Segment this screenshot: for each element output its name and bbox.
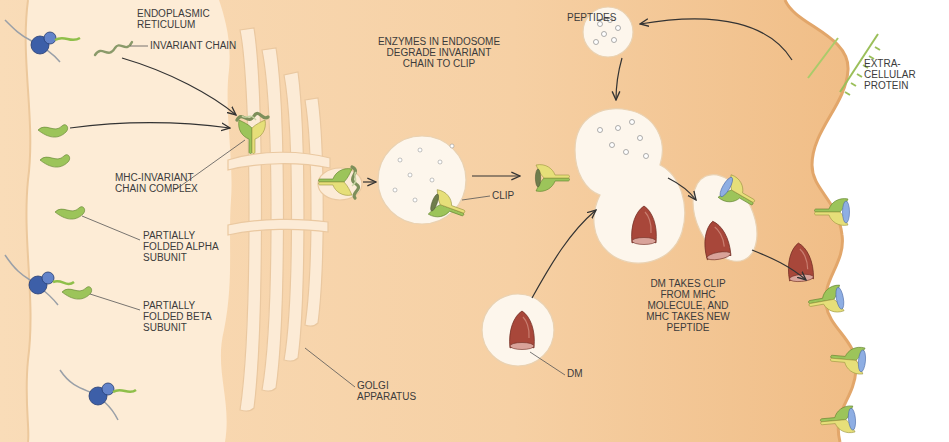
- peptide-dot: [630, 120, 635, 125]
- process-arrow: [668, 178, 696, 200]
- peptide-dot: [616, 26, 621, 31]
- er-membrane: [26, 0, 31, 442]
- enzyme-dot: [408, 173, 412, 177]
- ribosome-group: [5, 20, 80, 62]
- dm-vesicle: [482, 294, 554, 366]
- process-arrow: [122, 58, 236, 115]
- mhc-peptide-complex: [717, 174, 761, 215]
- annotation-label: CLIP: [492, 190, 532, 201]
- peptide-dot: [612, 38, 617, 43]
- enzyme-dot: [430, 178, 434, 182]
- partially-folded-alpha: [40, 155, 70, 167]
- invariant-chain-strand: [95, 42, 132, 55]
- dm-molecule: [701, 219, 732, 261]
- mhc-clip-complex: [428, 189, 469, 226]
- leader-line: [82, 216, 140, 240]
- cell-membrane: [785, 0, 856, 442]
- fusing-endosome: [575, 109, 685, 263]
- dm-molecule: [510, 311, 535, 350]
- enzyme-dot: [438, 160, 442, 164]
- surface-mhc: [829, 345, 866, 375]
- process-arrow: [752, 250, 806, 280]
- enzyme-dot: [418, 148, 422, 152]
- ribosome-small: [44, 32, 56, 44]
- golgi-cisterna: [284, 72, 304, 361]
- enzyme-dot: [398, 158, 402, 162]
- nascent-chain: [53, 281, 74, 284]
- peptide-dots: [598, 120, 649, 159]
- partially-folded-beta: [62, 287, 92, 299]
- golgi-branch: [228, 152, 330, 170]
- golgi-stack: [228, 28, 330, 411]
- process-arrow: [363, 181, 376, 182]
- process-arrow: [472, 175, 520, 176]
- annotation-label: PARTIALLY FOLDED ALPHA SUBUNIT: [143, 230, 225, 263]
- annotation-label: DM TAKES CLIP FROM MHC MOLECULE, AND MHC…: [645, 278, 731, 333]
- annotation-label: ENDOPLASMIC RETICULUM: [137, 8, 222, 30]
- golgi-cisterna: [240, 28, 262, 411]
- golgi-cisterna: [305, 98, 323, 326]
- dm-molecule: [632, 206, 657, 245]
- annotation-label: PEPTIDES: [567, 12, 627, 23]
- annotation-label: DM: [567, 368, 597, 379]
- surface-mhc: [819, 405, 856, 435]
- leader-line: [530, 352, 565, 375]
- peptide-dot: [594, 40, 599, 45]
- mhc-invariant-complex: [237, 113, 268, 153]
- enzyme-dot: [413, 198, 417, 202]
- peptide-dot: [644, 154, 649, 159]
- golgi-branch: [228, 219, 328, 235]
- ribosome-small: [102, 383, 114, 395]
- annotation-label: ENZYMES IN ENDOSOME DEGRADE INVARIANT CH…: [374, 36, 504, 69]
- peptide-dot: [598, 128, 603, 133]
- annotation-label: GOLGI APPARATUS: [357, 380, 427, 402]
- process-arrow: [616, 58, 622, 100]
- transport-vesicle: [680, 164, 770, 271]
- peptide-dot: [610, 143, 615, 148]
- dm-molecule: [786, 242, 814, 283]
- protein-strand: [808, 38, 838, 78]
- partially-folded-alpha: [38, 125, 68, 137]
- partially-folded-alpha: [55, 207, 85, 219]
- cell-cytoplasm: [0, 0, 856, 442]
- leader-line: [305, 348, 355, 387]
- mrna-strand: [60, 370, 118, 420]
- mhc-clip-complex: [535, 165, 569, 192]
- golgi-bud: [318, 168, 362, 200]
- process-arrow: [70, 123, 230, 128]
- surface-mhc: [815, 199, 850, 226]
- process-arrows: [70, 19, 806, 298]
- process-arrow: [640, 19, 792, 60]
- leader-line: [462, 196, 490, 200]
- ribosome-small: [42, 272, 54, 284]
- annotation-label: INVARIANT CHAIN: [150, 40, 260, 51]
- surface-mhc: [807, 284, 846, 316]
- er-lumen: [26, 0, 232, 442]
- nascent-chain: [113, 390, 136, 392]
- ribosome-group: [5, 255, 74, 305]
- enzyme-dot: [450, 144, 454, 148]
- annotation-label: PARTIALLY FOLDED BETA SUBUNIT: [143, 300, 225, 333]
- peptide-dot: [638, 136, 643, 141]
- peptide-dot: [616, 126, 621, 131]
- peptide-dot: [624, 150, 629, 155]
- leader-line: [130, 46, 148, 47]
- mrna-strand: [5, 20, 60, 62]
- ribosome-group: [60, 370, 136, 420]
- annotation-label: MHC-INVARIANT CHAIN COMPLEX: [115, 172, 215, 194]
- annotation-label: EXTRA- CELLULAR PROTEIN: [864, 58, 924, 91]
- nascent-chain: [55, 38, 80, 40]
- peptide-dot: [602, 32, 607, 37]
- leader-lines: [82, 18, 610, 387]
- leader-line: [90, 294, 140, 310]
- process-arrow: [532, 210, 596, 298]
- mrna-strand: [5, 255, 58, 305]
- mhc-invariant-complex: [319, 167, 359, 198]
- enzyme-dot: [393, 188, 397, 192]
